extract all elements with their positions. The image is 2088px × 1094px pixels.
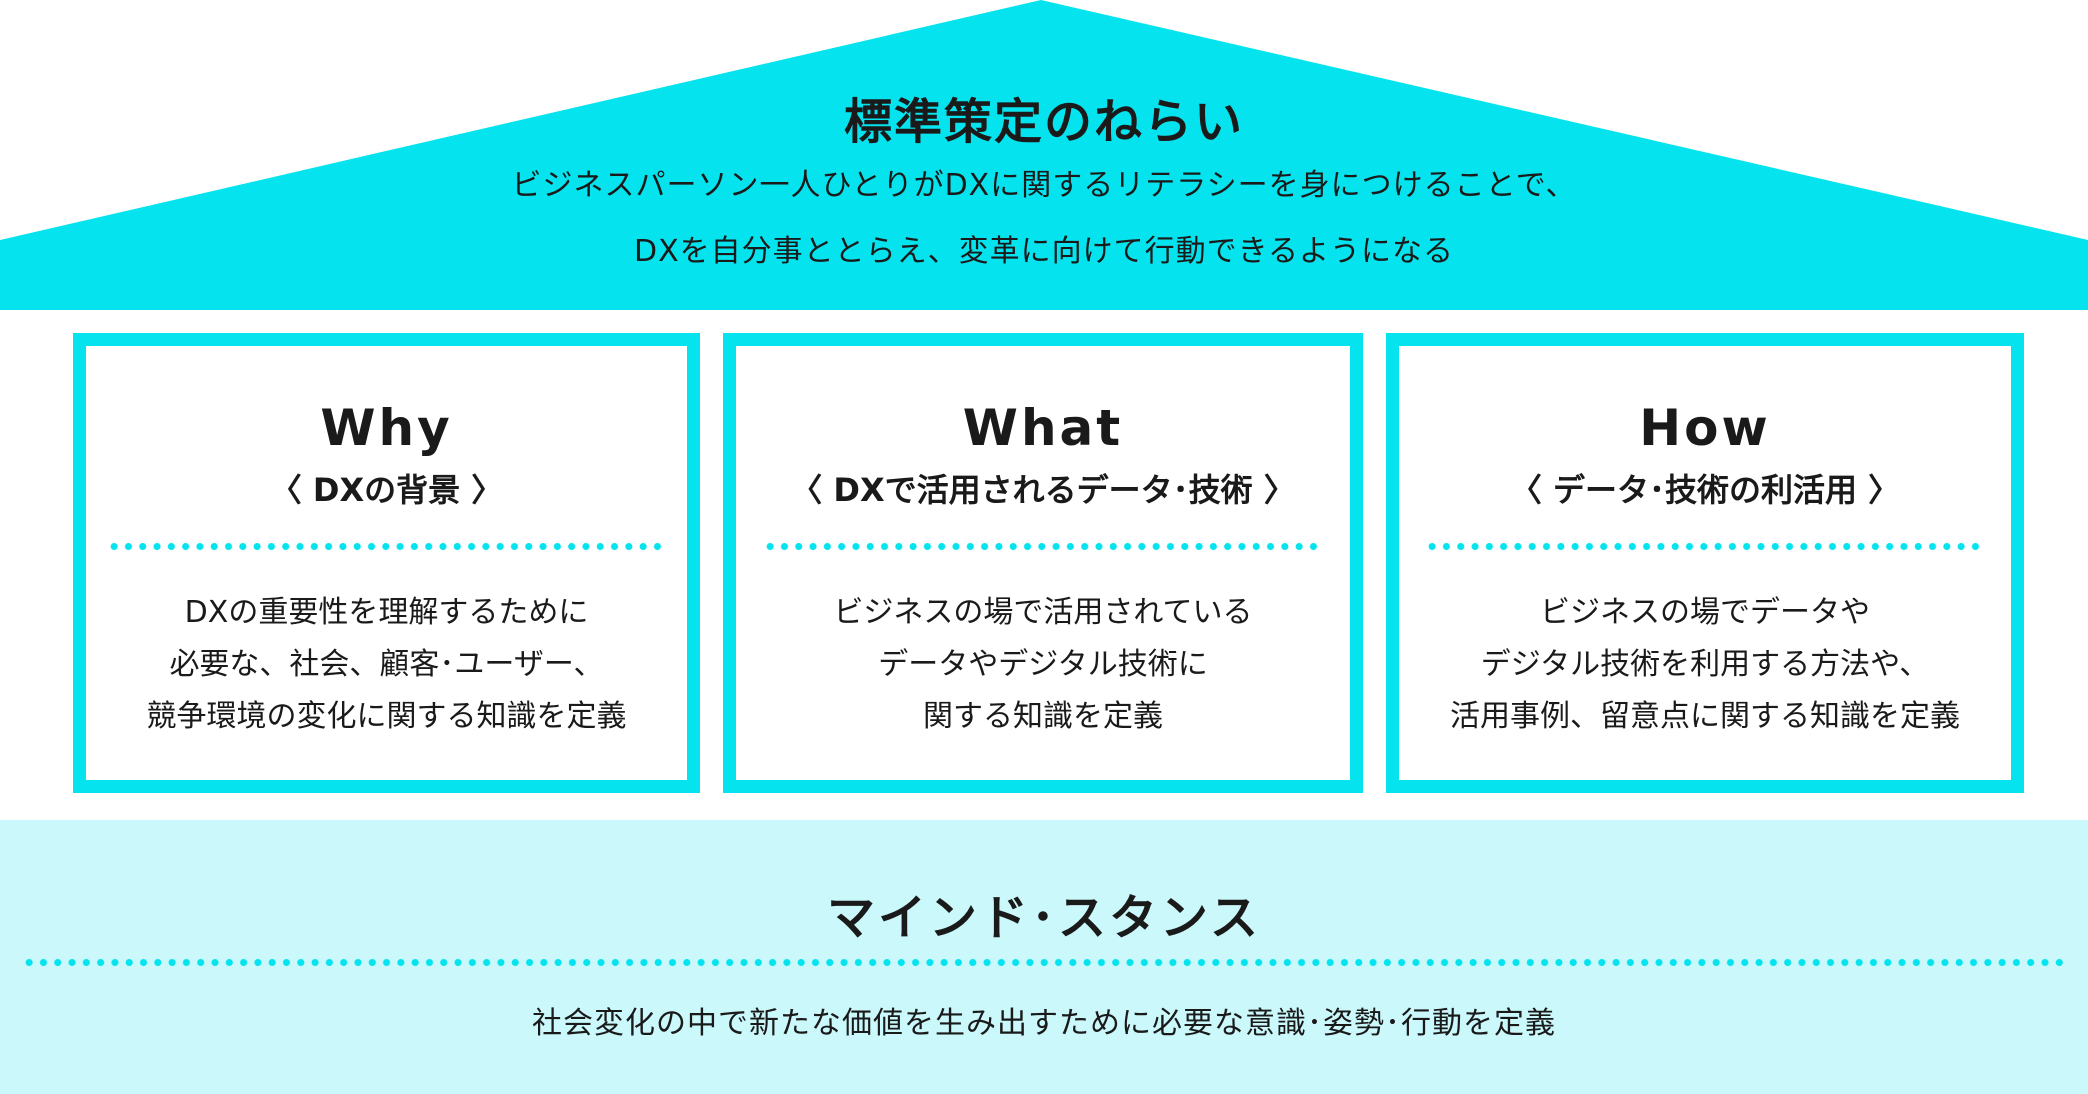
base-title: マインド･スタンス: [826, 890, 1262, 946]
roof-triangle: [0, 0, 2088, 310]
pillar-body-line: 競争環境の変化に関する知識を定義: [146, 699, 627, 734]
roof-title: 標準策定のねらい: [843, 94, 1244, 150]
pillar-body-line: ビジネスの場で活用されている: [833, 595, 1253, 630]
dotted-divider: [1425, 542, 1985, 551]
pillar-what: What 〈 DXで活用されるデータ･技術 〉 ビジネスの場で活用されている デ…: [723, 333, 1363, 793]
pillar-body: ビジネスの場で活用されている データやデジタル技術に 関する知識を定義: [736, 587, 1350, 743]
pillar-subheading: 〈 DXで活用されるデータ･技術 〉: [790, 471, 1296, 509]
pillar-body-line: 活用事例、留意点に関する知識を定義: [1450, 699, 1960, 734]
pillar-heading: What: [962, 399, 1124, 457]
pillar-body: ビジネスの場でデータや デジタル技術を利用する方法や、 活用事例、留意点に関する…: [1399, 587, 2011, 743]
pillar-body: DXの重要性を理解するために 必要な、社会、顧客･ユーザー、 競争環境の変化に関…: [86, 587, 687, 743]
foundation-base: マインド･スタンス 社会変化の中で新たな価値を生み出すために必要な意識･姿勢･行…: [0, 820, 2088, 1094]
pillar-subheading: 〈 DXの背景 〉: [269, 471, 504, 509]
pillar-subheading: 〈 データ･技術の利活用 〉: [1509, 471, 1901, 509]
pillar-how: How 〈 データ･技術の利活用 〉 ビジネスの場でデータや デジタル技術を利用…: [1386, 333, 2024, 793]
roof-description-line2: DXを自分事ととらえ、変革に向けて行動できるようになる: [633, 234, 1455, 269]
pillar-heading: Why: [320, 399, 453, 457]
pillar-body-line: データやデジタル技術に: [878, 647, 1208, 682]
dotted-divider: [763, 542, 1323, 551]
dotted-divider: [106, 542, 667, 551]
roof-description-line1: ビジネスパーソン一人ひとりがDXに関するリテラシーを身につけることで、: [511, 168, 1577, 203]
pillar-body-line: ビジネスの場でデータや: [1540, 595, 1870, 630]
pillar-why: Why 〈 DXの背景 〉 DXの重要性を理解するために 必要な、社会、顧客･ユ…: [73, 333, 700, 793]
dotted-divider: [22, 958, 2066, 967]
roof-shape: [0, 0, 2088, 310]
pillar-body-line: DXの重要性を理解するために: [184, 595, 589, 630]
pillar-body-line: 必要な、社会、顧客･ユーザー、: [169, 647, 604, 682]
pillar-heading: How: [1639, 399, 1771, 457]
base-description: 社会変化の中で新たな価値を生み出すために必要な意識･姿勢･行動を定義: [532, 1006, 1556, 1041]
pillar-body-line: 関する知識を定義: [923, 699, 1163, 734]
pillar-body-line: デジタル技術を利用する方法や、: [1480, 647, 1930, 682]
